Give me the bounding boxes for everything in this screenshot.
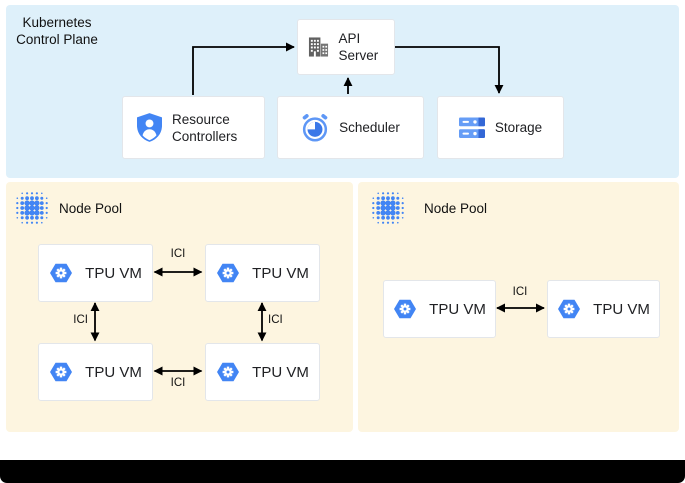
bottom-black-bar bbox=[0, 460, 685, 483]
control-plane-title: Kubernetes Control Plane bbox=[16, 15, 98, 47]
tpu-hexagon-icon bbox=[394, 299, 417, 319]
ici-link-label: ICI bbox=[170, 248, 186, 260]
dot-cluster-icon bbox=[372, 192, 404, 224]
disk-stack-icon bbox=[458, 117, 485, 138]
shield-user-icon bbox=[137, 113, 162, 142]
tpu-vm-label: TPU VM bbox=[252, 363, 309, 381]
tpu-vm-label: TPU VM bbox=[85, 264, 142, 282]
alarm-clock-icon bbox=[302, 113, 328, 141]
tpu-vm-label: TPU VM bbox=[593, 300, 650, 318]
tpu-vm-label: TPU VM bbox=[252, 264, 309, 282]
storage-node: Storage bbox=[437, 96, 564, 159]
tpu-hexagon-icon bbox=[50, 362, 73, 382]
api-server-label: API Server bbox=[338, 31, 379, 63]
tpu-hexagon-icon bbox=[558, 299, 581, 319]
ici-link-label: ICI bbox=[170, 377, 186, 389]
dot-cluster-icon bbox=[16, 192, 48, 224]
tpu-vm-label: TPU VM bbox=[429, 300, 486, 318]
resource-controllers-node: Resource Controllers bbox=[122, 96, 265, 159]
ici-link-label: ICI bbox=[512, 286, 528, 298]
tpu-hexagon-icon bbox=[50, 263, 73, 283]
tpu-hexagon-icon bbox=[217, 362, 240, 382]
tpu-vm-node: TPU VM bbox=[547, 280, 660, 338]
tpu-vm-node: TPU VM bbox=[205, 244, 320, 302]
tpu-vm-node: TPU VM bbox=[205, 343, 320, 401]
scheduler-label: Scheduler bbox=[339, 120, 400, 135]
ici-link-label: ICI bbox=[268, 314, 283, 326]
resource-controllers-label: Resource Controllers bbox=[172, 111, 238, 144]
tpu-vm-node: TPU VM bbox=[38, 343, 153, 401]
scheduler-node: Scheduler bbox=[277, 96, 424, 159]
ici-link-label: ICI bbox=[73, 314, 88, 326]
node-pool-label-right: Node Pool bbox=[424, 201, 488, 216]
building-icon bbox=[308, 37, 328, 57]
tpu-vm-node: TPU VM bbox=[38, 244, 153, 302]
api-server-node: API Server bbox=[297, 19, 395, 75]
storage-label: Storage bbox=[494, 120, 543, 135]
tpu-hexagon-icon bbox=[217, 263, 240, 283]
tpu-vm-node: TPU VM bbox=[383, 280, 496, 338]
node-pool-label-left: Node Pool bbox=[59, 201, 123, 216]
tpu-vm-label: TPU VM bbox=[85, 363, 142, 381]
